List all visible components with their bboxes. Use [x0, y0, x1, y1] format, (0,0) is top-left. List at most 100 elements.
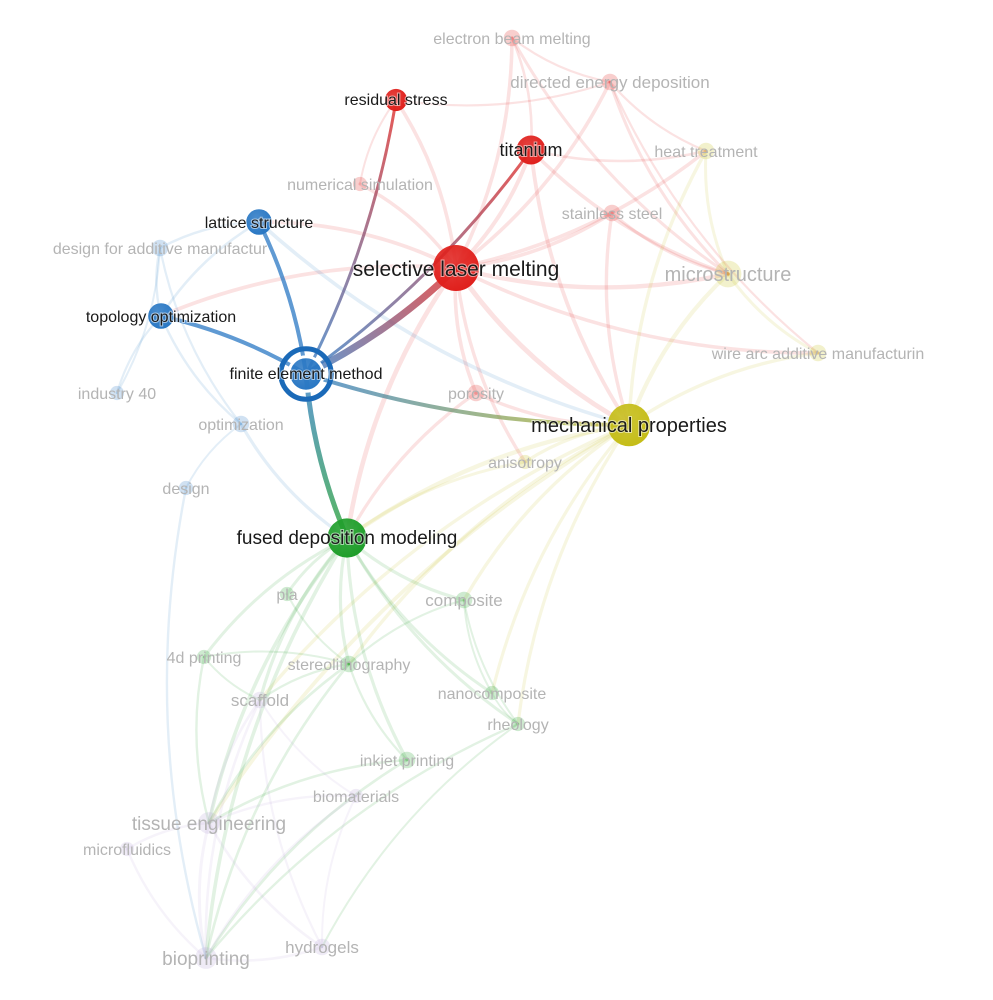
node-composite[interactable] [455, 591, 473, 609]
label-stereolithography: stereolithography [288, 657, 411, 674]
faint-link-stereolithography--inkjet-printing [347, 662, 409, 762]
link-finite-element-method--residual-stress [304, 98, 398, 376]
faint-link-selective-laser-melting--wire-arc-additive-manufacturin [454, 266, 820, 355]
faint-link-biomaterials--bioprinting [204, 794, 358, 960]
node-design-for-additive-manufactur[interactable] [151, 239, 169, 257]
faint-link-mechanical-properties--stereolithography [347, 423, 631, 666]
faint-link-stainless-steel--microstructure [610, 211, 730, 276]
faint-link-directed-energy-deposition--wire-arc-additive-manufacturin [608, 80, 820, 355]
label-titanium: titanium [499, 140, 562, 160]
faint-link-residual-stress--directed-energy-deposition [394, 80, 612, 107]
node-pla[interactable] [279, 586, 295, 602]
node-topology-optimization[interactable] [148, 303, 174, 329]
faint-link-stereolithography--scaffold [258, 662, 351, 702]
faint-link-composite--rheology [463, 599, 519, 725]
faint-link-directed-energy-deposition--microstructure [608, 80, 730, 276]
label-finite-element-method: finite element method [230, 366, 383, 383]
node-tissue-engineering[interactable] [198, 812, 220, 834]
faint-link-fused-deposition-modeling--nanocomposite [345, 536, 494, 695]
faint-link-mechanical-properties--composite [462, 423, 631, 602]
node-mechanical-properties[interactable] [607, 403, 651, 447]
node-rheology[interactable] [510, 716, 526, 732]
faint-link-fused-deposition-modeling--rheology [345, 536, 520, 726]
node-circle [348, 788, 364, 804]
faint-link-stereolithography--bioprinting [204, 662, 351, 960]
node-circle [809, 344, 827, 362]
node-stainless-steel[interactable] [603, 204, 621, 222]
node-circle [148, 303, 174, 329]
faint-link-industry-40--design-for-additive-manufactur [116, 247, 161, 394]
node-inkjet-printing[interactable] [398, 751, 416, 769]
faint-link-mechanical-properties--fused-deposition-modeling [344, 422, 632, 541]
node-circle [251, 691, 269, 709]
node-circle [195, 947, 217, 969]
node-titanium[interactable] [516, 135, 546, 165]
node-stereolithography[interactable] [340, 655, 358, 673]
node-electron-beam-melting[interactable] [503, 29, 521, 47]
node-circle [327, 518, 367, 558]
faint-link-residual-stress--numerical-simulation [359, 99, 397, 185]
node-4d-printing[interactable] [196, 649, 212, 665]
node-porosity[interactable] [467, 384, 485, 402]
faint-link-microfluidics--bioprinting [125, 847, 208, 960]
faint-link-composite--stereolithography [347, 598, 466, 666]
faint-link-fused-deposition-modeling--4d-printing [202, 536, 349, 659]
faint-link-design--bioprinting [165, 486, 208, 960]
faint-link-nanocomposite--rheology [491, 692, 519, 725]
node-numerical-simulation[interactable] [352, 176, 368, 192]
faint-link-stereolithography--4d-printing [203, 650, 350, 665]
node-biomaterials[interactable] [348, 788, 364, 804]
faint-link-biomaterials--tissue-engineering [207, 794, 358, 825]
node-nanocomposite[interactable] [484, 685, 500, 701]
node-circle [607, 403, 651, 447]
label-nanocomposite: nanocomposite [438, 686, 547, 703]
faint-link-tissue-engineering--microfluidics [125, 821, 211, 851]
node-lattice-structure[interactable] [246, 209, 272, 235]
node-circle [178, 480, 194, 496]
faint-link-selective-laser-melting--heat-treatment [454, 149, 708, 270]
faint-link-titanium--mechanical-properties [529, 148, 631, 427]
faint-link-tissue-engineering--bioprinting [197, 821, 211, 960]
faint-link-topology-optimization--optimization [159, 314, 243, 426]
node-microfluidics[interactable] [119, 841, 135, 857]
faint-link-4d-printing--tissue-engineering [195, 655, 211, 825]
node-industry-40[interactable] [109, 385, 125, 401]
node-fused-deposition-modeling[interactable] [327, 518, 367, 558]
faint-link-biomaterials--hydrogels [320, 795, 357, 948]
node-directed-energy-deposition[interactable] [601, 73, 619, 91]
node-circle [313, 938, 331, 956]
node-circle [289, 357, 323, 391]
faint-link-optimization--fused-deposition-modeling [239, 422, 349, 540]
faint-link-fused-deposition-modeling--inkjet-printing [345, 536, 409, 762]
node-selective-laser-melting[interactable] [433, 245, 479, 291]
faint-link-mechanical-properties--scaffold [258, 423, 631, 702]
node-design[interactable] [178, 480, 194, 496]
label-biomaterials: biomaterials [313, 789, 399, 806]
node-circle [398, 751, 416, 769]
label-composite: composite [425, 591, 502, 610]
node-anisotropy[interactable] [517, 454, 533, 470]
label-wire-arc-additive-manufacturin: wire arc additive manufacturin [711, 346, 925, 363]
node-circle [516, 135, 546, 165]
node-hydrogels[interactable] [313, 938, 331, 956]
node-optimization[interactable] [232, 415, 250, 433]
node-microstructure[interactable] [714, 260, 742, 288]
node-scaffold[interactable] [251, 691, 269, 709]
node-circle [455, 591, 473, 609]
faint-link-inkjet-printing--tissue-engineering [207, 758, 409, 825]
node-bioprinting[interactable] [195, 947, 217, 969]
faint-link-scaffold--biomaterials [259, 699, 357, 797]
node-circle [697, 142, 715, 160]
faint-link-directed-energy-deposition--heat-treatment [608, 80, 708, 153]
link-finite-element-method--mechanical-properties [304, 372, 631, 428]
node-heat-treatment[interactable] [697, 142, 715, 160]
node-wire-arc-additive-manufacturin[interactable] [809, 344, 827, 362]
node-finite-element-method[interactable] [278, 346, 334, 402]
label-selective-laser-melting: selective laser melting [353, 258, 560, 281]
faint-link-fused-deposition-modeling--bioprinting [204, 536, 349, 960]
label-design: design [162, 481, 209, 498]
label-lattice-structure: lattice structure [205, 215, 314, 232]
node-residual-stress[interactable] [384, 88, 408, 112]
faint-link-fused-deposition-modeling--scaffold [258, 536, 349, 702]
faint-link-design-for-additive-manufactur--optimization [158, 246, 243, 426]
